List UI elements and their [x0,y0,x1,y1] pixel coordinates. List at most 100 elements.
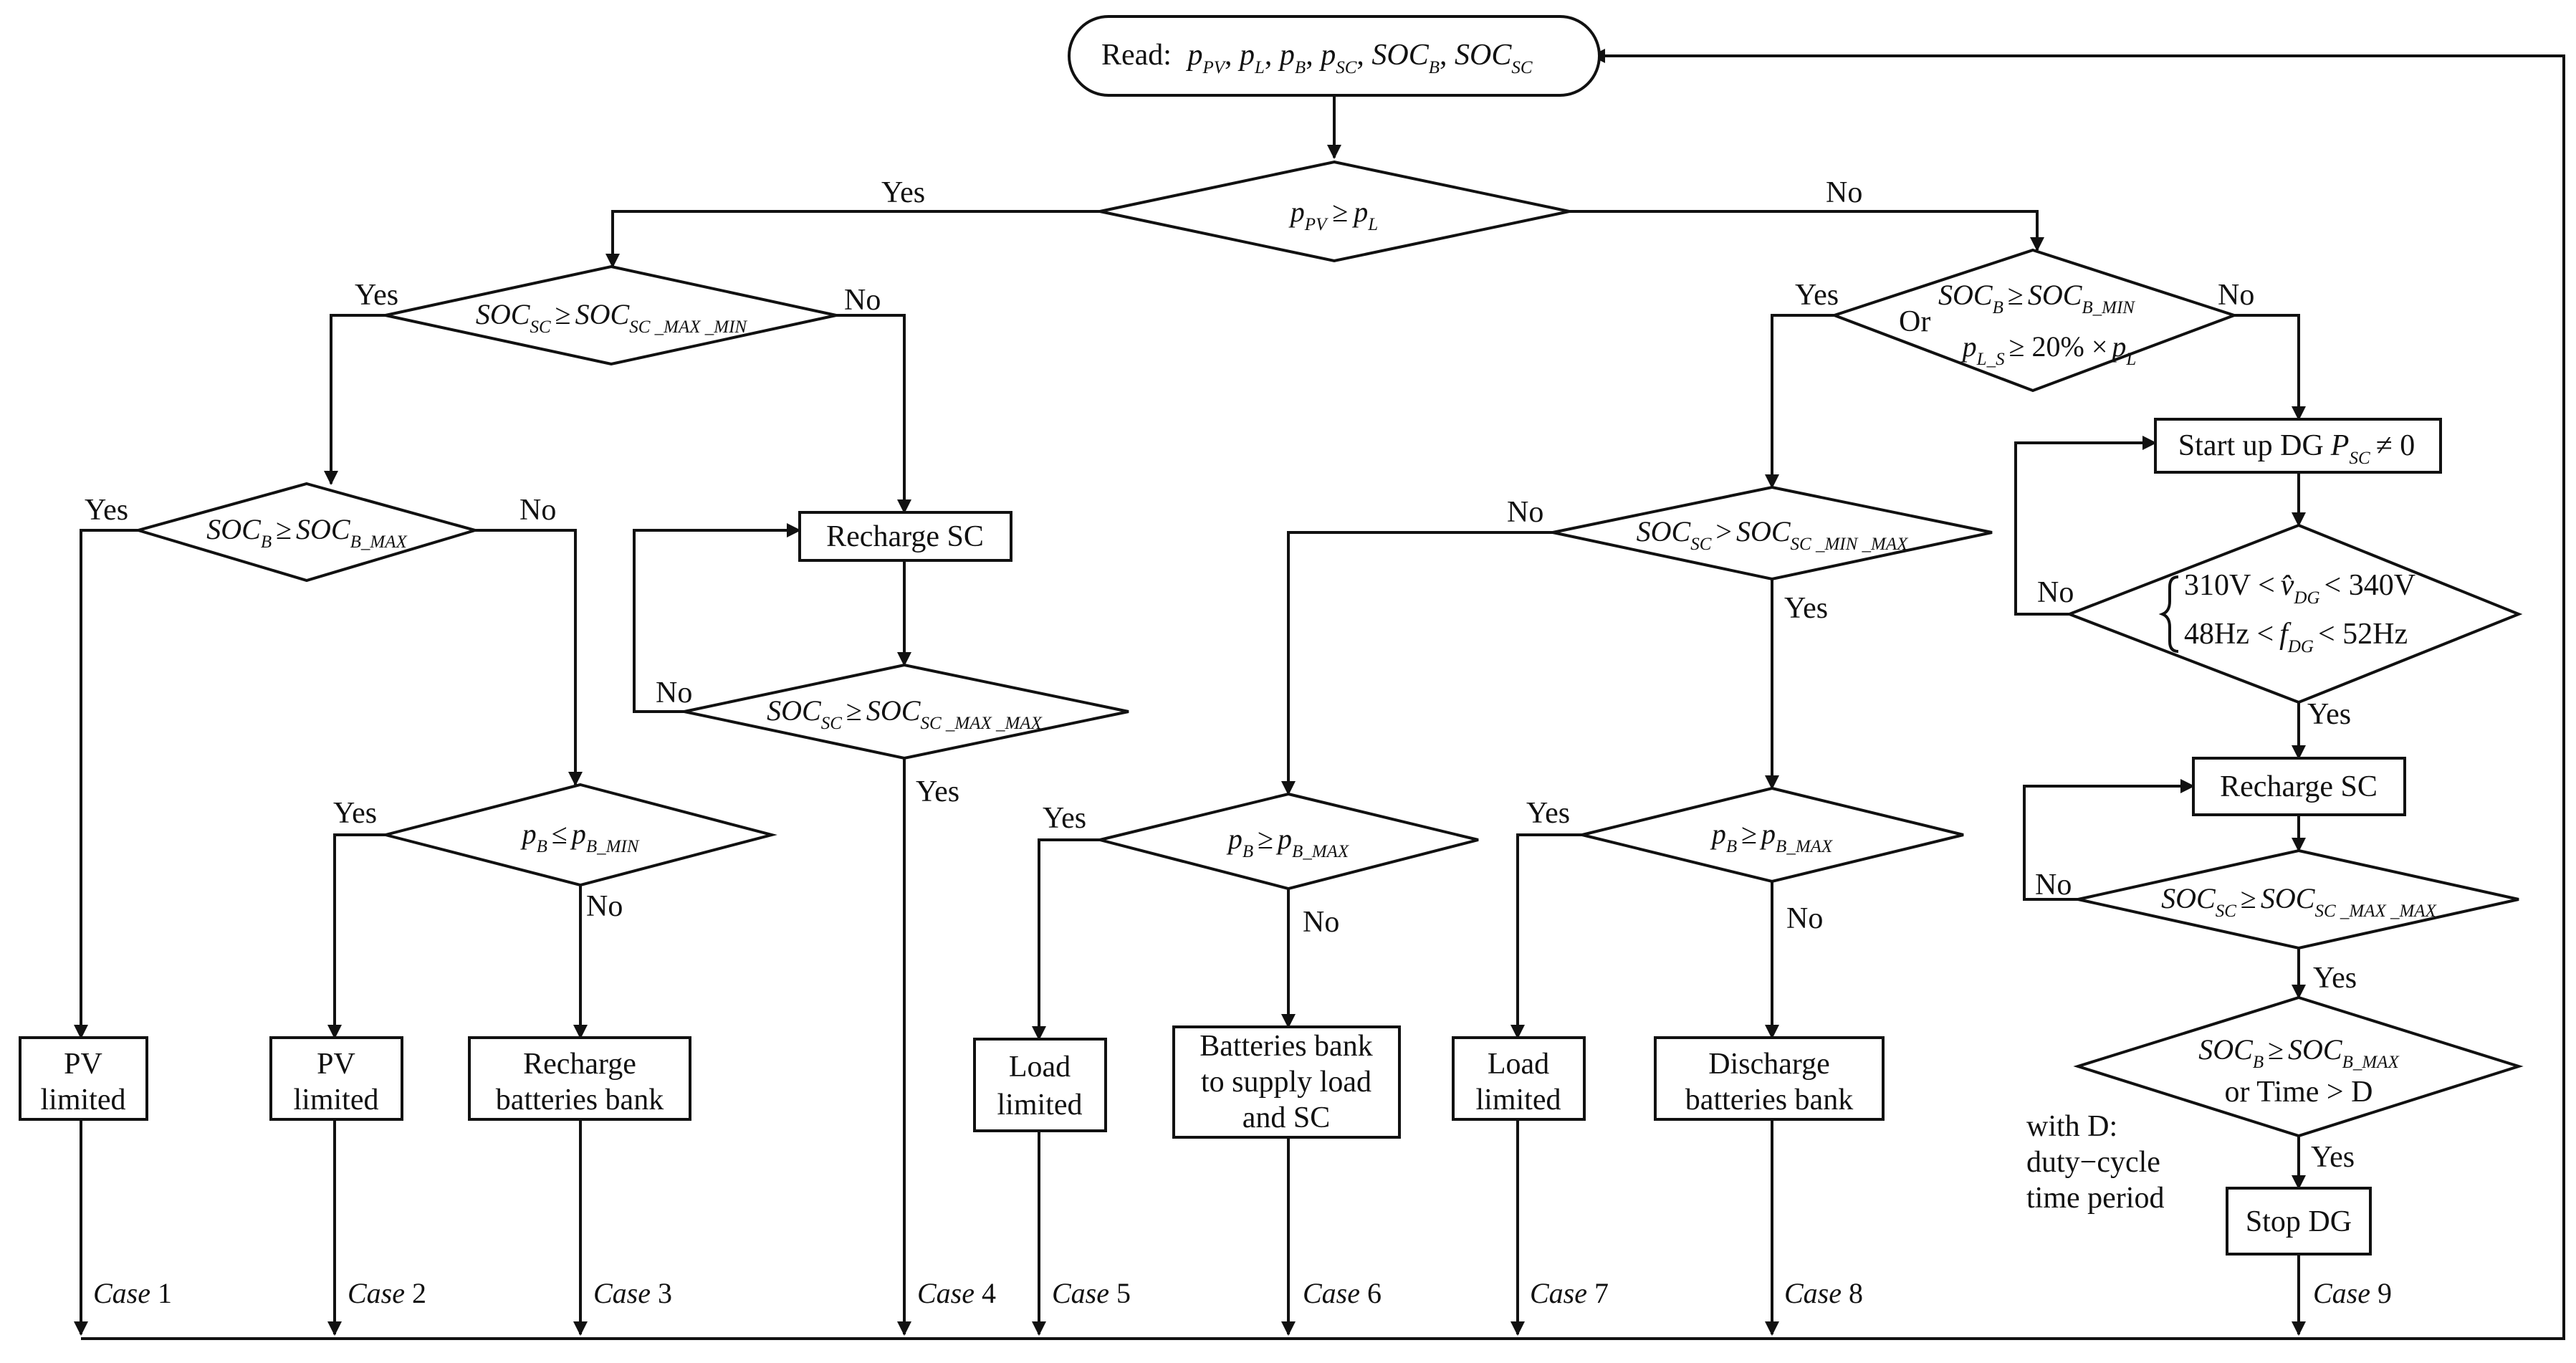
process-load-limited-1: Load limited [973,1038,1107,1132]
svg-text:with D:: with D: [2026,1110,2117,1143]
svg-text:Yes: Yes [85,494,128,527]
decision-soc-sc-min-max: SOCSC>SOCSC _MIN _MAX [1552,485,1993,581]
svg-text:No: No [1303,906,1339,939]
svg-text:No: No [519,494,556,527]
svg-text:duty−cycle: duty−cycle [2026,1146,2160,1179]
svg-text:PV: PV [317,1048,355,1081]
process-batteries-supply: Batteries bank to supply load and SC [1172,1025,1401,1139]
svg-text:SOCSC>SOCSC _MIN _MAX: SOCSC>SOCSC _MIN _MAX [1637,515,1910,554]
svg-text:Yes: Yes [881,176,925,209]
svg-text:Read: pPV, pL,: Read: pPV, pL, pB, pSC, SOCB, SOCSC [1101,39,1533,77]
svg-text:Case 3: Case 3 [593,1277,672,1309]
svg-text:No: No [586,890,623,923]
svg-text:SOCSC≥SOCSC _MAX _MIN: SOCSC≥SOCSC _MAX _MIN [476,298,747,337]
process-recharge-sc-left: Recharge SC [798,511,1012,562]
process-stop-dg: Stop DG [2226,1187,2372,1256]
svg-text:Yes: Yes [1526,797,1570,830]
edge-labels: Yes No Yes No Yes No Yes No No Yes Yes N… [85,176,2357,1174]
svg-text:pL_S≥ 20% ×pL: pL_S≥ 20% ×pL [1960,330,2137,369]
svg-text:No: No [2035,869,2072,902]
svg-text:pB≥pB_MAX: pB≥pB_MAX [1710,818,1834,856]
decision-soc-b-max-or-time: SOCB≥SOCB_MAX or Time > D [2073,995,2524,1138]
svg-text:Yes: Yes [2307,698,2351,731]
svg-text:Yes: Yes [355,279,398,312]
svg-text:No: No [2218,279,2254,312]
svg-text:SOCB≥SOCB_MIN: SOCB≥SOCB_MIN [1938,279,2135,317]
svg-text:Stop DG: Stop DG [2246,1205,2352,1238]
decision-pv-vs-load: pPV≥pL [1099,160,1570,263]
decision-soc-sc-max-max-left: SOCSC≥SOCSC _MAX _MAX [684,663,1129,760]
svg-text:to supply load: to supply load [1201,1066,1371,1099]
svg-text:Yes: Yes [2311,1141,2355,1174]
svg-text:No: No [844,284,881,317]
connectors [74,49,2565,1340]
svg-text:Case 6: Case 6 [1303,1277,1382,1309]
svg-text:Yes: Yes [1043,802,1086,835]
svg-text:Yes: Yes [2313,962,2357,995]
svg-text:Yes: Yes [1795,279,1839,312]
process-pv-limited-2: PV limited [269,1036,403,1121]
svg-text:No: No [1786,902,1823,935]
svg-text:Case 5: Case 5 [1052,1277,1131,1309]
decision-dg-voltage-frequency: 310V <v̂DG< 340V 48Hz <fDG< 52Hz [2065,523,2523,704]
svg-text:Recharge: Recharge [523,1048,636,1081]
svg-text:Case 2: Case 2 [348,1277,426,1309]
svg-text:pPV≥pL: pPV≥pL [1288,196,1378,234]
process-recharge-sc-right: Recharge SC [2192,757,2406,816]
svg-text:Case 4: Case 4 [917,1277,996,1309]
svg-text:Case 1: Case 1 [93,1277,172,1309]
svg-text:pB≥pB_MAX: pB≥pB_MAX [1226,823,1350,861]
svg-text:pB≤pB_MIN: pB≤pB_MIN [520,818,640,856]
svg-text:Recharge SC: Recharge SC [826,520,984,553]
svg-text:limited: limited [294,1084,379,1116]
process-pv-limited-1: PV limited [19,1036,148,1121]
svg-text:batteries bank: batteries bank [496,1084,664,1116]
svg-text:PV: PV [64,1048,102,1081]
svg-text:Recharge SC: Recharge SC [2220,770,2378,803]
svg-text:Case 9: Case 9 [2313,1277,2392,1309]
decision-soc-b-max: SOCB≥SOCB_MAX [133,482,481,583]
svg-text:Load: Load [1009,1051,1071,1084]
process-recharge-batteries: Recharge batteries bank [468,1036,691,1121]
decision-soc-b-min-or-load-shed: SOCB≥SOCB_MIN Or pL_S≥ 20% ×pL [1830,248,2239,393]
decision-soc-sc-max-min: SOCSC≥SOCSC _MAX _MIN [385,264,837,366]
svg-text:time period: time period [2026,1182,2164,1215]
svg-text:Yes: Yes [1784,592,1828,625]
start-terminal: Read: pPV, pL, pB, pSC, SOCB, SOCSC [1068,15,1601,97]
svg-text:batteries bank: batteries bank [1685,1084,1853,1116]
svg-text:SOCB≥SOCB_MAX: SOCB≥SOCB_MAX [2198,1033,2400,1072]
svg-text:Yes: Yes [333,797,377,830]
svg-text:Load: Load [1488,1048,1549,1081]
svg-text:No: No [2037,576,2074,609]
svg-text:No: No [656,676,692,709]
duty-cycle-note: with D: duty−cycle time period [2026,1110,2164,1215]
svg-text:limited: limited [41,1084,126,1116]
case-labels: Case 1 Case 2 Case 3 Case 4 Case 5 Case … [93,1277,2392,1309]
decision-soc-sc-max-max-right: SOCSC≥SOCSC _MAX _MAX [2077,848,2519,950]
svg-text:Case 8: Case 8 [1784,1277,1863,1309]
svg-text:48Hz <fDG< 52Hz: 48Hz <fDG< 52Hz [2184,618,2408,656]
svg-text:No: No [1826,176,1862,209]
svg-text:SOCSC≥SOCSC _MAX _MAX: SOCSC≥SOCSC _MAX _MAX [2161,882,2437,921]
svg-text:SOCB≥SOCB_MAX: SOCB≥SOCB_MAX [206,513,408,552]
svg-text:limited: limited [997,1089,1083,1122]
svg-text:Batteries bank: Batteries bank [1200,1030,1372,1063]
decision-pb-min: pB≤pB_MIN [385,783,777,887]
svg-text:SOCSC≥SOCSC _MAX _MAX: SOCSC≥SOCSC _MAX _MAX [767,694,1043,733]
decision-pb-max-right: pB≥pB_MAX [1581,786,1964,884]
svg-text:No: No [1507,496,1543,529]
svg-text:limited: limited [1476,1084,1561,1116]
svg-text:or Time > D: or Time > D [2225,1076,2373,1109]
svg-text:Case 7: Case 7 [1530,1277,1609,1309]
svg-text:Or: Or [1899,305,1930,338]
svg-text:and SC: and SC [1242,1101,1331,1134]
process-discharge-batteries: Discharge batteries bank [1654,1036,1885,1121]
process-load-limited-2: Load limited [1452,1036,1586,1121]
svg-text:310V <v̂DG< 340V: 310V <v̂DG< 340V [2184,569,2415,608]
svg-text:Yes: Yes [916,775,959,808]
decision-pb-max-middle: pB≥pB_MAX [1099,792,1479,891]
svg-text:Discharge: Discharge [1708,1048,1830,1081]
